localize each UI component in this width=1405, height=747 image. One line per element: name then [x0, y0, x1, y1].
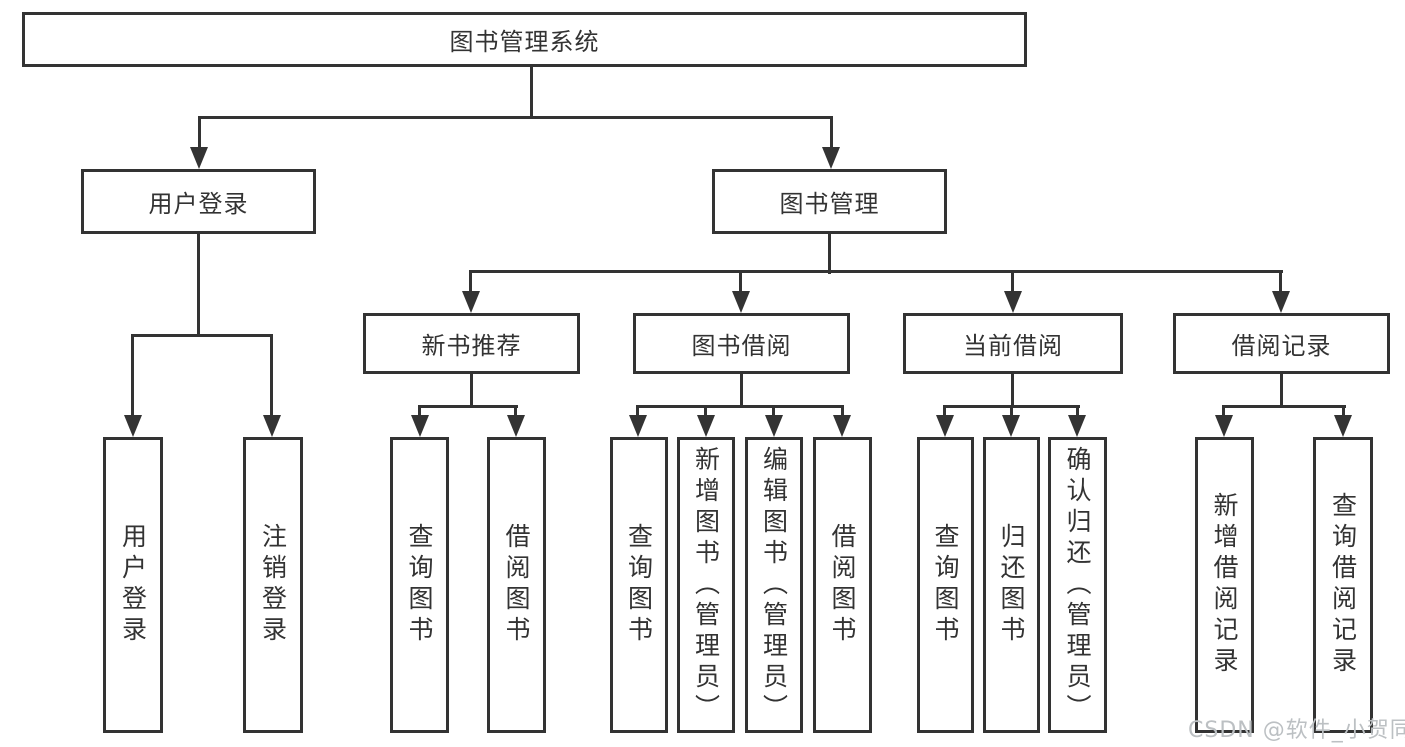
connector-newbook-horizontal	[418, 405, 518, 408]
leaf-borrow-query: 查询图书	[610, 437, 668, 733]
leaf-newbook-query: 查询图书	[390, 437, 449, 733]
arrow-newbook-leaf-2	[507, 415, 525, 437]
connector-borrow-stem-1	[636, 405, 639, 417]
connector-root-left-stem	[198, 116, 201, 150]
node-borrow-records: 借阅记录	[1173, 313, 1390, 374]
arrow-newbook-leaf-1	[411, 415, 429, 437]
connector-userlogin-stem-2	[270, 334, 273, 416]
leaf-borrow-edit: 编辑图书（管理员）	[745, 437, 803, 733]
connector-bookmgmt-vertical	[828, 234, 831, 274]
connector-userlogin-stem-1	[131, 334, 134, 416]
connector-current-vertical	[1011, 374, 1014, 407]
node-current-borrow: 当前借阅	[903, 313, 1123, 374]
arrow-current-leaf-2	[1002, 415, 1020, 437]
leaf-records-add: 新增借阅记录	[1195, 437, 1254, 733]
leaf-borrow-add: 新增图书（管理员）	[677, 437, 735, 733]
leaf-records-query: 查询借阅记录	[1313, 437, 1373, 733]
arrow-to-book-borrow	[732, 291, 750, 313]
csdn-watermark: CSDN @软件_小贺同学	[1188, 718, 1405, 743]
connector-borrow-stem-2	[704, 405, 707, 417]
connector-current-stem-1	[943, 405, 946, 417]
leaf-newbook-borrow: 借阅图书	[487, 437, 546, 733]
connector-current-stem-2	[1010, 405, 1013, 417]
leaf-logout: 注销登录	[243, 437, 303, 733]
node-book-borrow: 图书借阅	[633, 313, 850, 374]
arrow-to-new-book-rec	[462, 291, 480, 313]
node-book-mgmt: 图书管理	[712, 169, 947, 234]
arrow-borrow-leaf-3	[765, 415, 783, 437]
leaf-current-query: 查询图书	[917, 437, 974, 733]
arrow-to-leaf-user-login	[124, 415, 142, 437]
connector-newbook-stem-1	[418, 405, 421, 417]
arrow-current-leaf-3	[1068, 415, 1086, 437]
leaf-current-confirm-return: 确认归还（管理员）	[1048, 437, 1107, 733]
connector-records-vertical	[1280, 374, 1283, 407]
leaf-borrow-borrow: 借阅图书	[813, 437, 872, 733]
node-new-book-rec: 新书推荐	[363, 313, 580, 374]
arrow-borrow-leaf-4	[833, 415, 851, 437]
node-user-login: 用户登录	[81, 169, 316, 234]
connector-root-right-stem	[830, 116, 833, 150]
connector-borrow-horizontal	[636, 405, 844, 408]
connector-bookmgmt-stem-2	[739, 270, 742, 294]
arrow-to-book-mgmt	[822, 147, 840, 169]
arrow-borrow-leaf-1	[629, 415, 647, 437]
connector-bookmgmt-stem-1	[469, 270, 472, 294]
arrow-to-borrow-records	[1272, 291, 1290, 313]
connector-bookmgmt-horizontal	[469, 270, 1283, 273]
connector-borrow-vertical	[740, 374, 743, 407]
connector-newbook-stem-2	[514, 405, 517, 417]
node-root: 图书管理系统	[22, 12, 1027, 67]
arrow-records-leaf-1	[1215, 415, 1233, 437]
leaf-current-return: 归还图书	[983, 437, 1040, 733]
connector-bookmgmt-stem-3	[1011, 270, 1014, 294]
arrow-borrow-leaf-2	[697, 415, 715, 437]
arrow-to-current-borrow	[1004, 291, 1022, 313]
connector-root-horizontal	[198, 116, 833, 119]
connector-borrow-stem-3	[772, 405, 775, 417]
connector-newbook-vertical	[470, 374, 473, 407]
arrow-to-user-login	[190, 147, 208, 169]
connector-records-stem-1	[1222, 405, 1225, 417]
arrow-current-leaf-1	[936, 415, 954, 437]
connector-bookmgmt-stem-4	[1279, 270, 1282, 294]
arrow-to-leaf-logout	[263, 415, 281, 437]
connector-current-stem-3	[1076, 405, 1079, 417]
connector-records-stem-2	[1342, 405, 1345, 417]
arrow-records-leaf-2	[1334, 415, 1352, 437]
connector-userlogin-vertical	[197, 234, 200, 336]
connector-records-horizontal	[1222, 405, 1346, 408]
connector-borrow-stem-4	[841, 405, 844, 417]
leaf-user-login: 用户登录	[103, 437, 163, 733]
connector-root-vertical	[530, 67, 533, 118]
connector-userlogin-horizontal	[131, 334, 273, 337]
